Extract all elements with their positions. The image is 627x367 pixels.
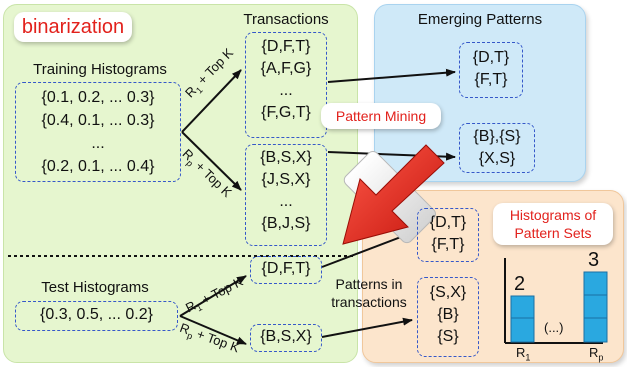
pattern-mining-badge: Pattern Mining (321, 103, 441, 129)
training-histograms-heading: Training Histograms (33, 61, 167, 78)
histogram-gap-label: (...) (544, 320, 564, 335)
transactions-group-r1: {D,F,T} {A,F,G} ... {F,G,T} (245, 32, 327, 138)
transaction-item: {F,G,T} (261, 104, 311, 121)
emerging-pattern-item: {D,T} (472, 49, 510, 66)
bar-rp-cell (583, 271, 608, 296)
arrow-to-matched-1 (321, 231, 415, 268)
transaction-item: ... (279, 193, 293, 210)
emerging-patterns-heading: Emerging Patterns (417, 11, 543, 28)
emerging-pattern-item: {F,T} (474, 71, 508, 88)
test-transaction-r1: {D,F,T} (250, 256, 322, 284)
test-transaction-rp: {B,S,X} (250, 324, 322, 352)
emerging-patterns-panel (374, 4, 586, 182)
training-row: {0.2, 0.1, ... 0.4} (41, 158, 155, 175)
binarization-panel (3, 4, 358, 363)
test-arrow-rp (179, 315, 247, 345)
transaction-item: {B,S,X} (260, 149, 312, 166)
transaction-item: {A,F,G} (260, 60, 312, 77)
arrow-to-emerging-1 (327, 68, 456, 83)
test-arrow-r1 (179, 275, 247, 317)
bar-r1-count: 2 (514, 273, 526, 295)
bar-r1-cell (510, 295, 535, 319)
binarization-badge: binarization (14, 12, 132, 42)
transaction-item: {J,S,X} (261, 171, 311, 188)
bar-rp-cell (583, 317, 608, 343)
training-arrow-r1 (181, 69, 242, 133)
training-arrow-rp (181, 131, 242, 191)
test-transaction-item: {D,F,T} (261, 260, 311, 277)
emerging-patterns-group-1: {D,T} {F,T} (459, 42, 523, 98)
transactions-heading: Transactions (243, 11, 329, 28)
matched-pattern-item: {S} (437, 328, 459, 345)
pattern-set-histogram (504, 258, 608, 344)
bar-r1-cell (510, 317, 535, 343)
training-row: {0.1, 0.2, ... 0.3} (41, 89, 155, 106)
matched-pattern-item: {F,T} (431, 236, 465, 253)
emerging-pattern-item: {X,S} (478, 150, 516, 167)
transaction-item: {D,F,T} (261, 38, 311, 55)
histogram-axis-label-rp: Rp (589, 345, 604, 363)
matched-patterns-group-2: {S,X} {B} {S} (417, 277, 479, 357)
bar-rp-cell (583, 294, 608, 319)
bar-rp-count: 3 (588, 249, 600, 271)
histogram-axis-label-r1: R1 (516, 345, 531, 363)
training-histograms-box: {0.1, 0.2, ... 0.3} {0.4, 0.1, ... 0.3} … (15, 82, 181, 182)
matched-pattern-item: {D,T} (429, 214, 467, 231)
test-histogram-box: {0.3, 0.5, ... 0.2} (15, 301, 178, 331)
training-row: {0.4, 0.1, ... 0.3} (41, 112, 155, 129)
arrow-to-matched-2 (321, 317, 413, 338)
matched-pattern-item: {B} (437, 306, 459, 323)
transactions-group-rp: {B,S,X} {J,S,X} ... {B,J,S} (245, 144, 327, 246)
matched-patterns-group-1: {D,T} {F,T} (417, 208, 479, 262)
transaction-item: ... (279, 82, 293, 99)
test-histograms-heading: Test Histograms (41, 279, 149, 296)
test-transaction-item: {B,S,X} (260, 328, 312, 345)
transaction-item: {B,J,S} (261, 215, 311, 232)
emerging-pattern-item: {B},{S} (473, 128, 521, 145)
training-row: ... (91, 135, 105, 152)
emerging-patterns-group-2: {B},{S} {X,S} (459, 123, 535, 173)
test-histogram-value: {0.3, 0.5, ... 0.2} (40, 306, 153, 323)
binarization-label: binarization (21, 16, 125, 38)
matched-pattern-item: {S,X} (429, 284, 467, 301)
histograms-of-pattern-sets-badge: Histograms of Pattern Sets (493, 203, 613, 245)
pattern-transfer-arrow (342, 144, 445, 245)
patterns-in-transactions-label: Patterns in transactions (331, 276, 407, 310)
pattern-mining-label: Pattern Mining (335, 108, 427, 124)
